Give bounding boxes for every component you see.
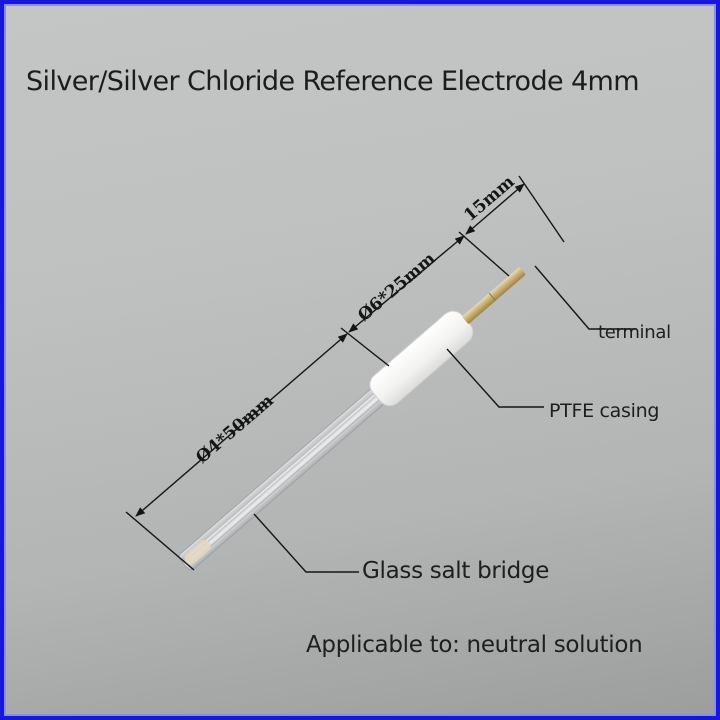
dimension-terminal: 15mm: [460, 172, 518, 226]
product-title: Silver/Silver Chloride Reference Electro…: [26, 66, 640, 97]
dimension-lines: [125, 175, 636, 573]
applicability-note: Applicable to: neutral solution: [306, 632, 643, 658]
ptfe-casing: [369, 310, 474, 407]
callout-ptfe-casing: PTFE casing: [549, 400, 660, 422]
callout-terminal: terminal: [598, 322, 671, 343]
electrode: [178, 267, 526, 571]
callout-glass-salt-bridge: Glass salt bridge: [362, 558, 550, 584]
terminal-pin: [462, 267, 526, 324]
dimension-casing: Ø6*25mm: [354, 249, 439, 326]
electrode-diagram: Ø4*50mm Ø6*25mm 15mm: [125, 172, 636, 573]
dimension-bridge: Ø4*50mm: [192, 391, 277, 468]
glass-salt-bridge: [178, 386, 388, 571]
